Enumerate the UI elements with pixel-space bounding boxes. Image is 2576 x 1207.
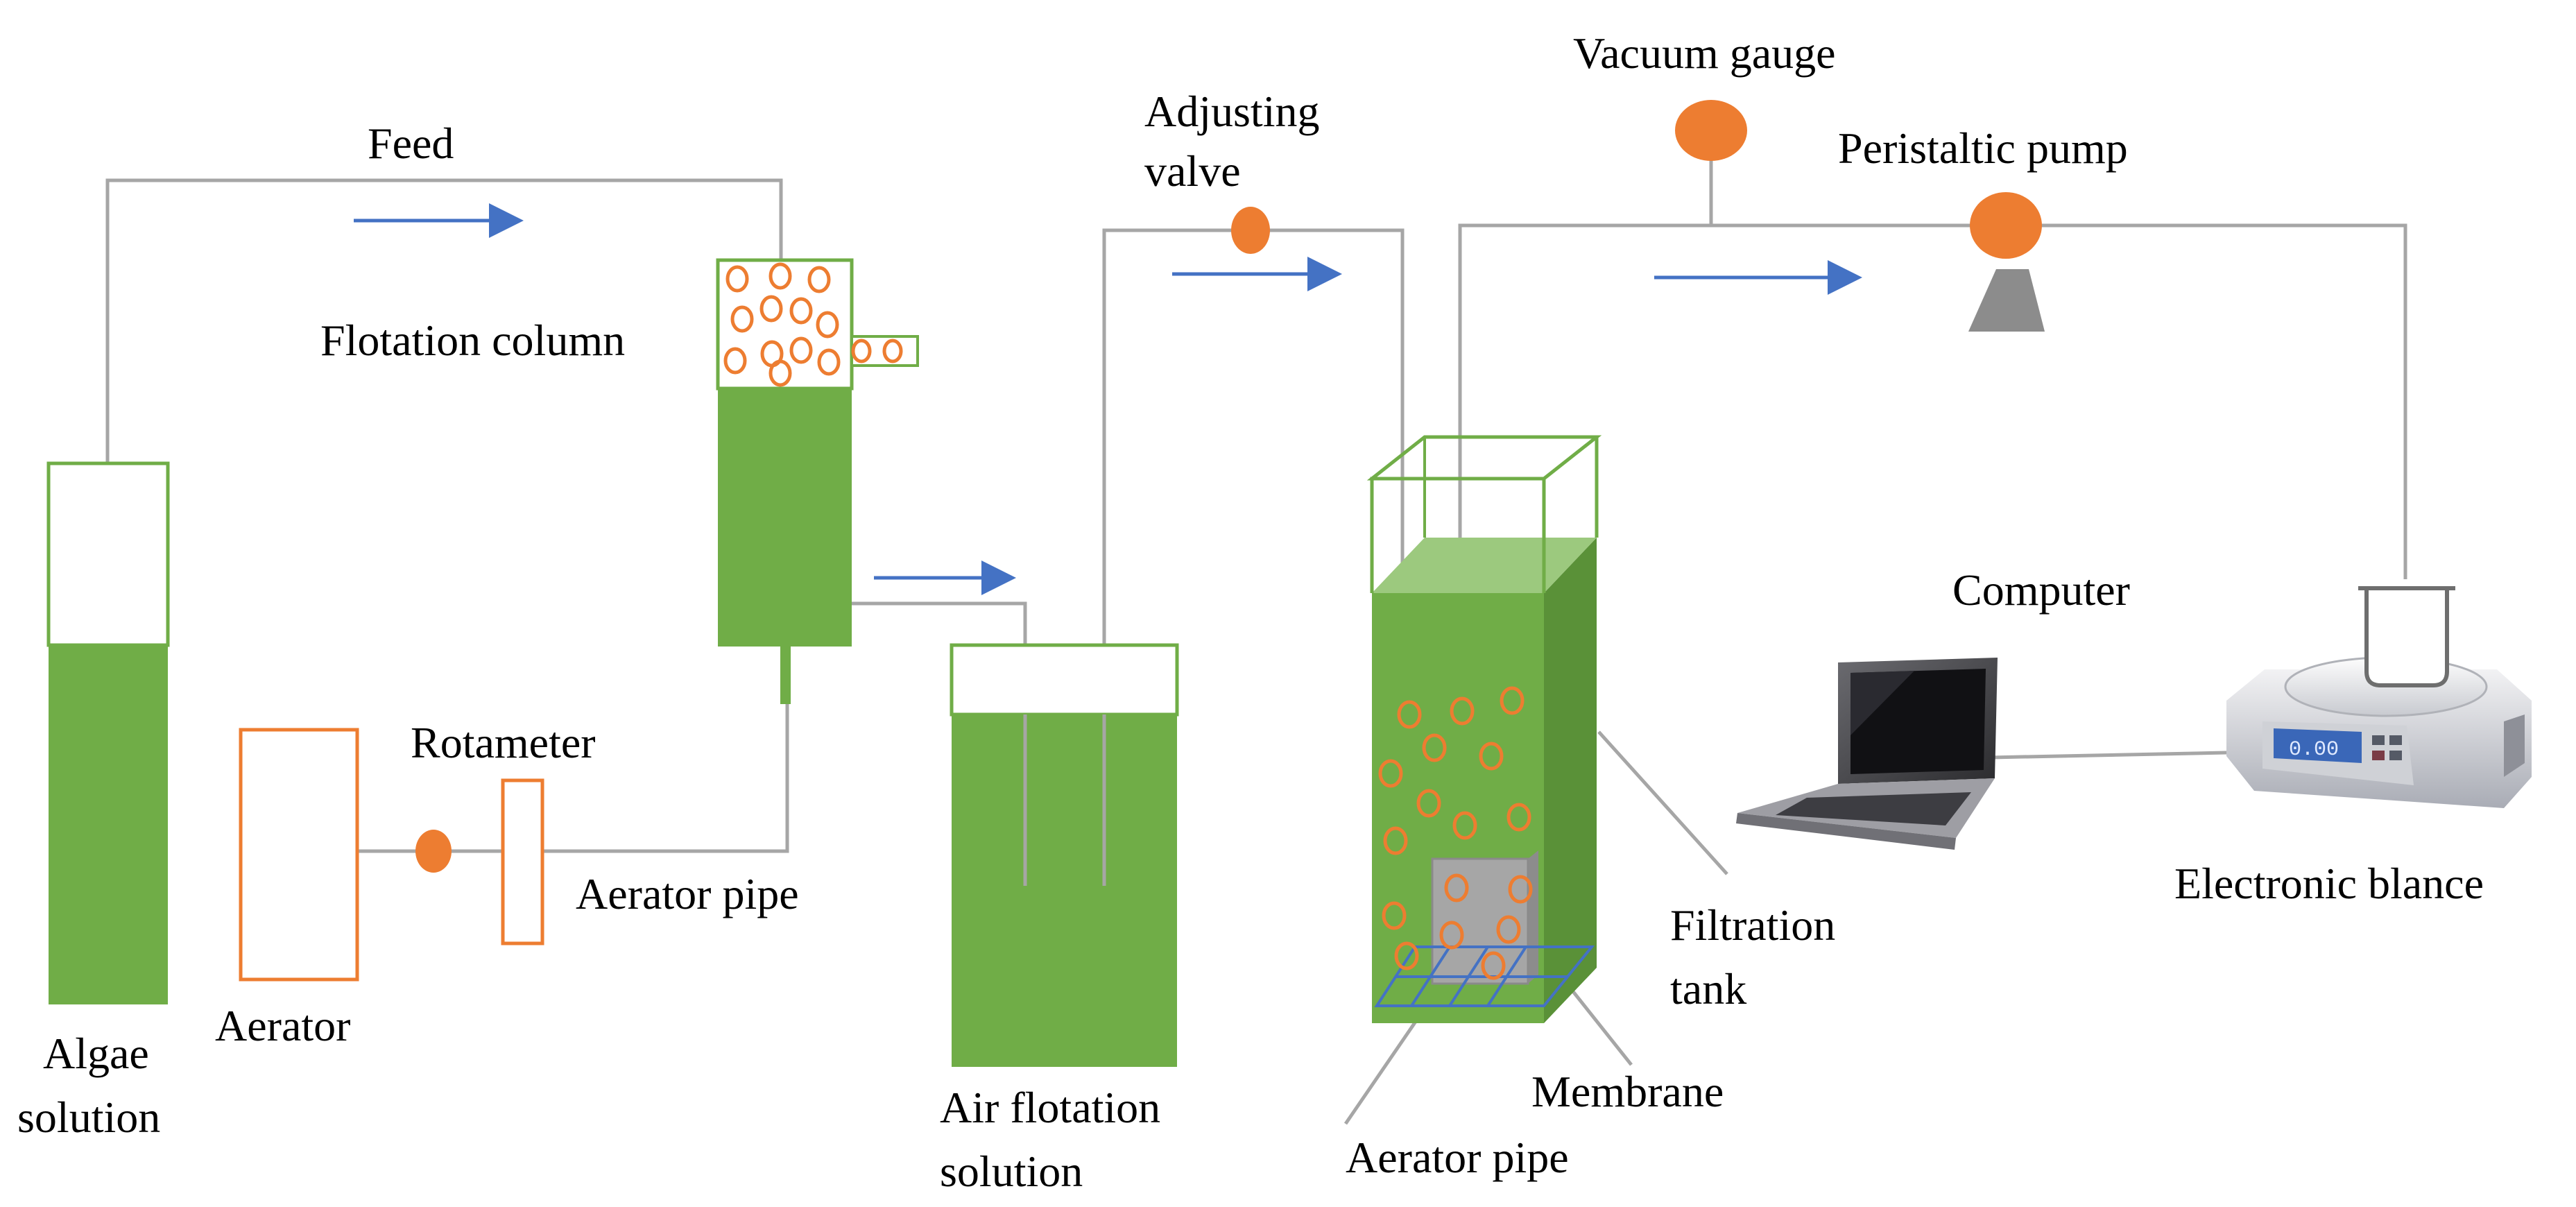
label-algae-solution-line2: solution [17, 1093, 160, 1142]
label-aerator-pipe-right: Aerator pipe [1346, 1133, 1569, 1182]
filtration-tank [1366, 435, 1602, 1023]
vacuum-gauge-icon [1675, 100, 1747, 161]
label-membrane: Membrane [1531, 1067, 1724, 1116]
label-aerator-pipe-left: Aerator pipe [576, 869, 799, 918]
laptop-icon [1736, 658, 1998, 850]
label-adjusting-valve-line2: valve [1144, 146, 1241, 196]
adjusting-valve-icon [1231, 207, 1270, 254]
beaker-icon [2358, 586, 2455, 687]
data-cable [1990, 751, 2227, 760]
balance-display: 0.00 [2289, 738, 2339, 762]
column-bubbles [723, 262, 903, 387]
label-adjusting-valve-line1: Adjusting [1144, 87, 1319, 136]
feed-pipe [105, 178, 783, 463]
label-aerator: Aerator [215, 1001, 350, 1050]
label-rotameter: Rotameter [411, 718, 596, 767]
label-algae-solution-line1: Algae [43, 1029, 149, 1078]
aerator-pipe-left [542, 704, 789, 853]
label-air-flotation-solution-line2: solution [940, 1147, 1083, 1196]
label-filtration-tank-line1: Filtration [1670, 900, 1835, 950]
electronic-balance-icon: 0.00 [2226, 656, 2532, 808]
label-air-flotation-solution-line1: Air flotation [940, 1083, 1160, 1132]
label-feed: Feed [368, 119, 454, 168]
labels: Feed Flotation column Algae solution Aer… [17, 28, 2484, 1196]
flotation-column [716, 258, 919, 704]
flow-arrows [354, 203, 1862, 595]
label-vacuum-gauge: Vacuum gauge [1573, 28, 1836, 78]
aerator [239, 728, 359, 982]
label-flotation-column: Flotation column [320, 316, 625, 365]
peristaltic-pump-icon [1968, 192, 2045, 332]
algae-solution-tank [46, 461, 170, 1004]
label-filtration-tank-line2: tank [1670, 964, 1746, 1013]
filtration-tank-leader [1597, 730, 1728, 875]
rotameter [501, 778, 544, 945]
label-peristaltic-pump: Peristaltic pump [1838, 123, 2128, 173]
air-flotation-tank [950, 643, 1179, 1067]
label-computer: Computer [1952, 565, 2130, 615]
pipes [105, 149, 2407, 1125]
label-electronic-balance: Electronic blance [2174, 859, 2484, 908]
valve-icon [415, 830, 452, 873]
tank-bubbles [1378, 686, 1533, 980]
